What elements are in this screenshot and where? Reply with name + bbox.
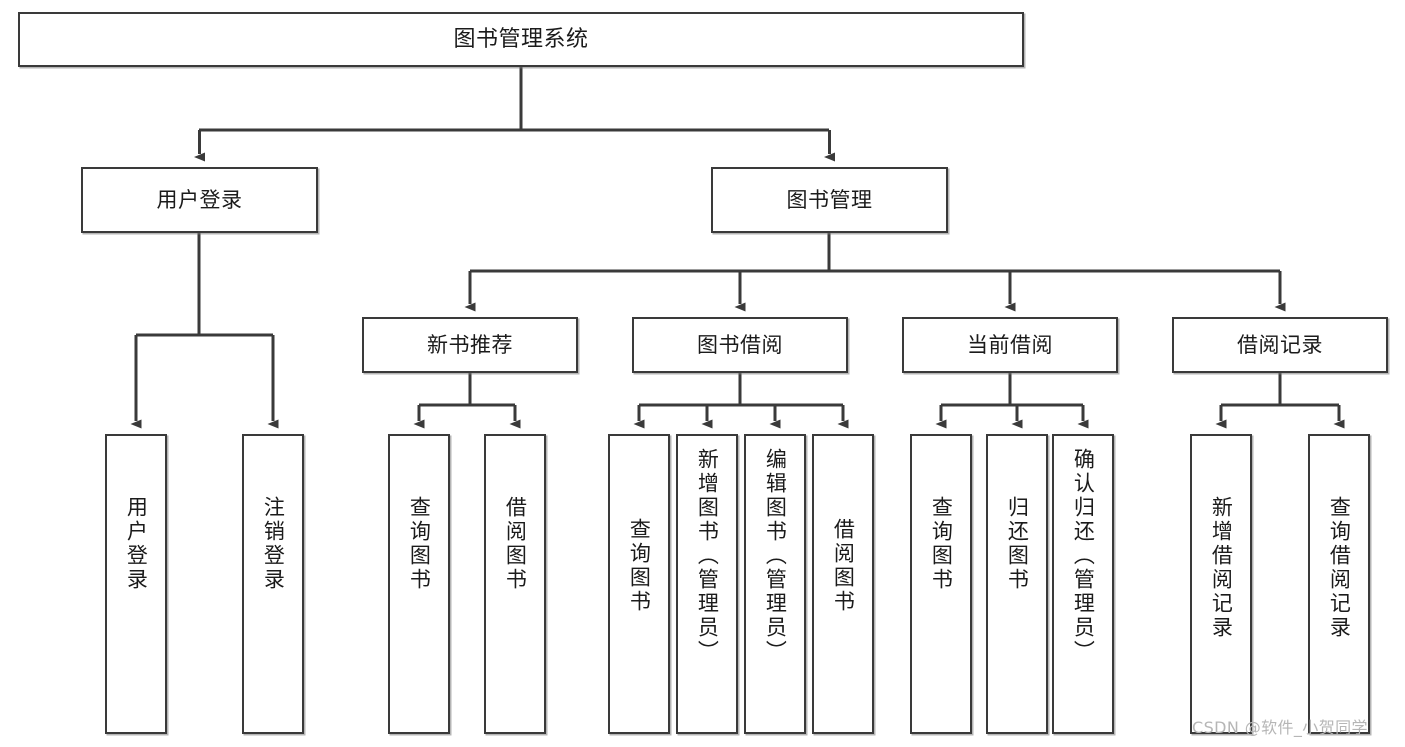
node-label: 查询图书	[627, 518, 652, 614]
node-current[interactable]: 当前借阅	[902, 317, 1118, 373]
node-leaf-bw-query[interactable]: 查询图书	[608, 434, 670, 734]
node-records[interactable]: 借阅记录	[1172, 317, 1388, 373]
node-label: 当前借阅	[967, 332, 1053, 357]
node-label: 确认归还（管理员）	[1071, 448, 1096, 664]
node-leaf-cur-return[interactable]: 归还图书	[986, 434, 1048, 734]
node-leaf-cur-query[interactable]: 查询图书	[910, 434, 972, 734]
node-label: 借阅图书	[503, 496, 528, 592]
node-leaf-new-borrow[interactable]: 借阅图书	[484, 434, 546, 734]
node-label: 注销登录	[261, 496, 286, 592]
node-label: 查询图书	[407, 496, 432, 592]
watermark-text: CSDN @软件_小贺同学	[1192, 718, 1368, 737]
node-label: 用户登录	[124, 496, 149, 592]
node-label: 用户登录	[156, 187, 243, 212]
node-label: 借阅记录	[1237, 332, 1323, 357]
node-label: 新增图书（管理员）	[695, 448, 720, 664]
node-leaf-cur-confirm[interactable]: 确认归还（管理员）	[1052, 434, 1114, 734]
node-leaf-rec-add[interactable]: 新增借阅记录	[1190, 434, 1252, 734]
node-label: 图书管理系统	[453, 26, 589, 52]
node-label: 图书管理	[786, 187, 873, 212]
node-leaf-bw-borrow[interactable]: 借阅图书	[812, 434, 874, 734]
node-borrow[interactable]: 图书借阅	[632, 317, 848, 373]
node-newbook[interactable]: 新书推荐	[362, 317, 578, 373]
node-leaf-rec-query[interactable]: 查询借阅记录	[1308, 434, 1370, 734]
node-label: 新增借阅记录	[1209, 496, 1234, 640]
node-login[interactable]: 用户登录	[81, 167, 318, 233]
node-root[interactable]: 图书管理系统	[18, 12, 1024, 67]
node-label: 借阅图书	[831, 518, 856, 614]
node-leaf-user-login[interactable]: 用户登录	[105, 434, 167, 734]
node-label: 新书推荐	[427, 332, 513, 357]
node-label: 图书借阅	[697, 332, 783, 357]
node-label: 查询借阅记录	[1327, 496, 1352, 640]
node-label: 查询图书	[929, 496, 954, 592]
node-label: 编辑图书（管理员）	[763, 448, 788, 664]
node-bookmgmt[interactable]: 图书管理	[711, 167, 948, 233]
node-leaf-bw-add[interactable]: 新增图书（管理员）	[676, 434, 738, 734]
node-label: 归还图书	[1005, 496, 1030, 592]
node-leaf-new-query[interactable]: 查询图书	[388, 434, 450, 734]
node-leaf-bw-edit[interactable]: 编辑图书（管理员）	[744, 434, 806, 734]
node-leaf-user-logout[interactable]: 注销登录	[242, 434, 304, 734]
